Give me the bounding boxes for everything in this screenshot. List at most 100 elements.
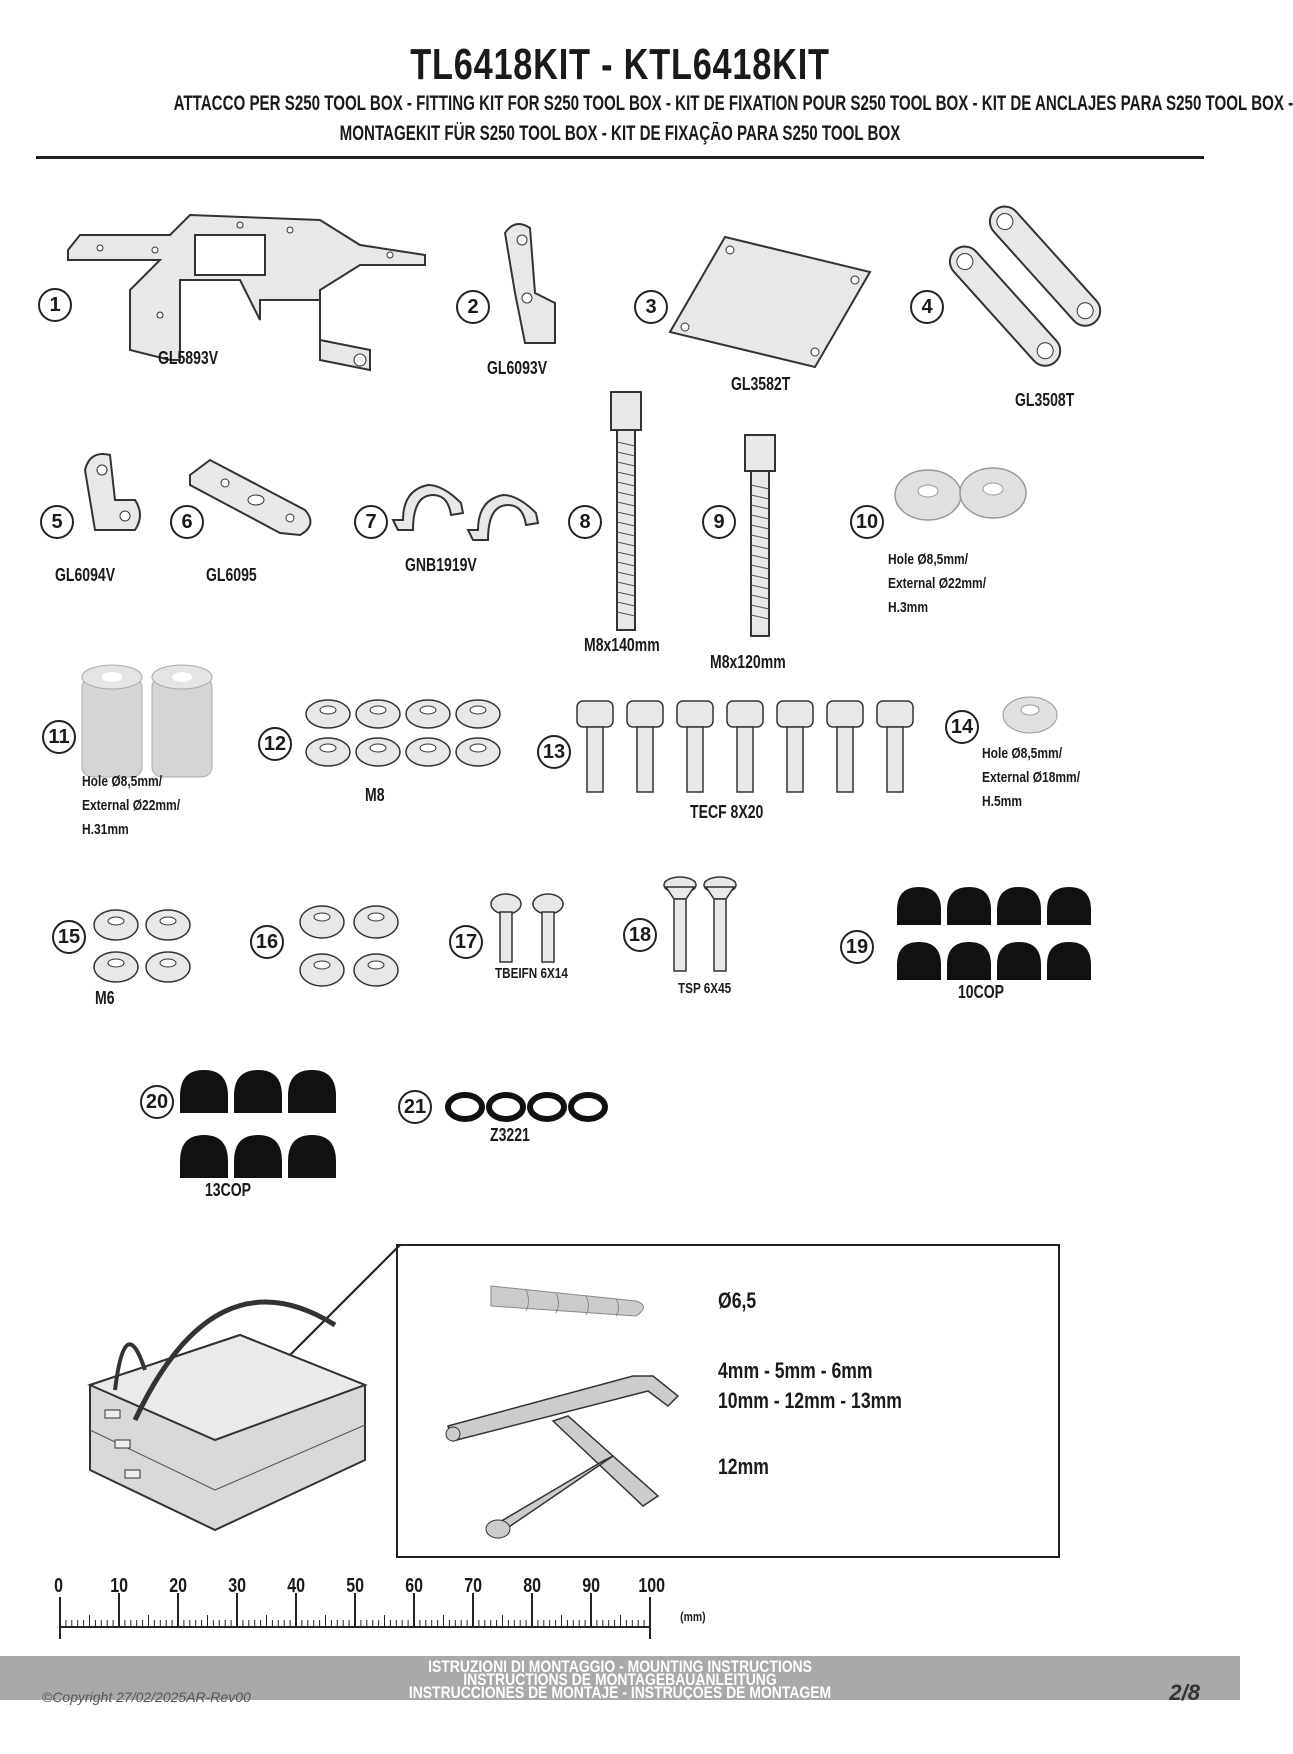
spec-hole: Hole Ø8,5mm/ xyxy=(888,551,969,568)
toolbox-drawing xyxy=(87,1244,401,1532)
subtitle-line-2: MONTAGEKIT FÜR S250 TOOL BOX - KIT DE FI… xyxy=(339,122,901,145)
drill-bit-icon xyxy=(490,1285,644,1317)
ruler-label-70: 70 xyxy=(464,1575,483,1597)
part-number-3: 3 xyxy=(634,290,668,324)
orings-z3221-drawing xyxy=(445,1092,608,1122)
plate-gl3508t-drawing xyxy=(948,205,1102,367)
part-code-9: M8x120mm xyxy=(710,652,786,672)
spec-height: H.5mm xyxy=(982,793,1023,810)
spacer-pair-drawing xyxy=(81,664,213,778)
part-code-19: 10COP xyxy=(958,982,1005,1002)
ruler-label-20: 20 xyxy=(169,1575,188,1597)
part-code-15: M6 xyxy=(95,988,115,1008)
part-spec-10: Hole Ø8,5mm/ External Ø22mm/ H.3mm xyxy=(888,548,986,620)
part-number-16: 16 xyxy=(250,925,284,959)
ruler-label-0: 0 xyxy=(54,1575,64,1597)
ruler-label-100: 100 xyxy=(638,1575,666,1597)
part-number-19: 19 xyxy=(840,930,874,964)
ruler-label-60: 60 xyxy=(405,1575,424,1597)
bracket-gl6095-drawing xyxy=(189,458,312,537)
required-tools-panel: Ø6,5 4mm - 5mm - 6mm 10mm - 12mm - 13mm … xyxy=(396,1244,1060,1558)
socket-wrench-size-label: 12mm xyxy=(718,1454,769,1479)
part-number-11: 11 xyxy=(42,720,76,754)
part-number-20: 20 xyxy=(140,1085,174,1119)
bolt-m8x140-drawing xyxy=(610,391,642,631)
screws-tsp-drawing xyxy=(663,876,737,972)
part-code-8: M8x140mm xyxy=(584,635,660,655)
spec-external: External Ø22mm/ xyxy=(82,797,181,814)
ruler-label-40: 40 xyxy=(287,1575,306,1597)
bolt-m8x120-drawing xyxy=(744,434,776,637)
plate-gl3582t-drawing xyxy=(668,235,872,369)
part-code-2: GL6093V xyxy=(487,358,548,378)
ruler-label-30: 30 xyxy=(228,1575,247,1597)
ruler-ticks xyxy=(59,1593,651,1639)
allen-key-icon xyxy=(445,1375,680,1442)
part-code-7: GNB1919V xyxy=(405,555,477,575)
washer-small-drawing xyxy=(1002,696,1058,734)
spec-hole: Hole Ø8,5mm/ xyxy=(82,773,163,790)
spec-height: H.3mm xyxy=(888,599,929,616)
spec-hole: Hole Ø8,5mm/ xyxy=(982,745,1063,762)
part-code-18: TSP 6X45 xyxy=(678,980,732,997)
part-number-14: 14 xyxy=(945,710,979,744)
part-code-20: 13COP xyxy=(205,1180,252,1200)
part-number-7: 7 xyxy=(354,505,388,539)
t-socket-wrench-icon xyxy=(485,1415,660,1539)
part-number-8: 8 xyxy=(568,505,602,539)
ruler-label-10: 10 xyxy=(110,1575,129,1597)
nuts-m8-drawing xyxy=(305,699,501,767)
part-code-4: GL3508T xyxy=(1015,390,1075,410)
washer-pair-drawing xyxy=(894,467,1027,521)
footer-line-3: INSTRUCCIONES DE MONTAJE - INSTRUÇÕES DE… xyxy=(408,1683,832,1702)
part-number-18: 18 xyxy=(623,918,657,952)
screws-tbeifn-drawing xyxy=(490,893,564,963)
part-code-17: TBEIFN 6X14 xyxy=(495,965,568,982)
ruler-label-90: 90 xyxy=(582,1575,601,1597)
copyright-text: ©Copyright 27/02/2025AR-Rev00 xyxy=(42,1689,251,1705)
part-spec-11: Hole Ø8,5mm/ External Ø22mm/ H.31mm xyxy=(82,770,180,842)
caps-13cop-drawing xyxy=(180,1070,336,1178)
title-divider xyxy=(36,156,1204,159)
part-number-10: 10 xyxy=(850,505,884,539)
spec-external: External Ø22mm/ xyxy=(888,575,987,592)
clamp-gnb1919v-drawing xyxy=(391,483,540,541)
footer-line-2: INSTRUCTIONS DE MONTAGEBAUANLEITUNG xyxy=(463,1670,777,1689)
part-code-21: Z3221 xyxy=(490,1125,530,1145)
bracket-gl6093v-drawing xyxy=(503,223,556,344)
part-code-3: GL3582T xyxy=(731,374,791,394)
part-code-12: M8 xyxy=(365,785,385,805)
part-number-15: 15 xyxy=(52,920,86,954)
part-code-13: TECF 8X20 xyxy=(690,802,764,822)
part-number-1: 1 xyxy=(38,288,72,322)
part-code-6: GL6095 xyxy=(206,565,257,585)
footer-bar: ISTRUZIONI DI MONTAGGIO - MOUNTING INSTR… xyxy=(0,1656,1240,1702)
part-code-5: GL6094V xyxy=(55,565,116,585)
ruler-label-50: 50 xyxy=(346,1575,365,1597)
footer-line-1: ISTRUZIONI DI MONTAGGIO - MOUNTING INSTR… xyxy=(428,1657,812,1676)
ruler-unit: (mm) xyxy=(680,1609,706,1624)
ruler-label-80: 80 xyxy=(523,1575,542,1597)
part-number-5: 5 xyxy=(40,505,74,539)
part-number-2: 2 xyxy=(456,290,490,324)
caps-10cop-drawing xyxy=(897,887,1091,980)
nuts-m6-drawing xyxy=(93,909,191,983)
spec-height: H.31mm xyxy=(82,821,129,838)
page-number: 2/8 xyxy=(1169,1680,1200,1705)
spec-external: External Ø18mm/ xyxy=(982,769,1081,786)
part-spec-14: Hole Ø8,5mm/ External Ø18mm/ H.5mm xyxy=(982,742,1080,814)
nuts-set-drawing xyxy=(299,905,399,987)
allen-key-sizes-line-1: 4mm - 5mm - 6mm xyxy=(718,1358,873,1383)
part-number-12: 12 xyxy=(258,727,292,761)
drill-size-label: Ø6,5 xyxy=(718,1288,757,1313)
bracket-gl5893v-drawing xyxy=(67,213,426,372)
subtitle-line-1: ATTACCO PER S250 TOOL BOX - FITTING KIT … xyxy=(173,92,1293,115)
part-number-6: 6 xyxy=(170,505,204,539)
part-code-1: GL5893V xyxy=(158,348,219,368)
part-number-17: 17 xyxy=(449,925,483,959)
page-title: TL6418KIT - KTL6418KIT xyxy=(410,40,830,89)
part-number-21: 21 xyxy=(398,1090,432,1124)
bracket-gl6094v-drawing xyxy=(83,453,141,531)
bolts-tecf-8x20-drawing xyxy=(576,700,914,793)
part-number-4: 4 xyxy=(910,290,944,324)
